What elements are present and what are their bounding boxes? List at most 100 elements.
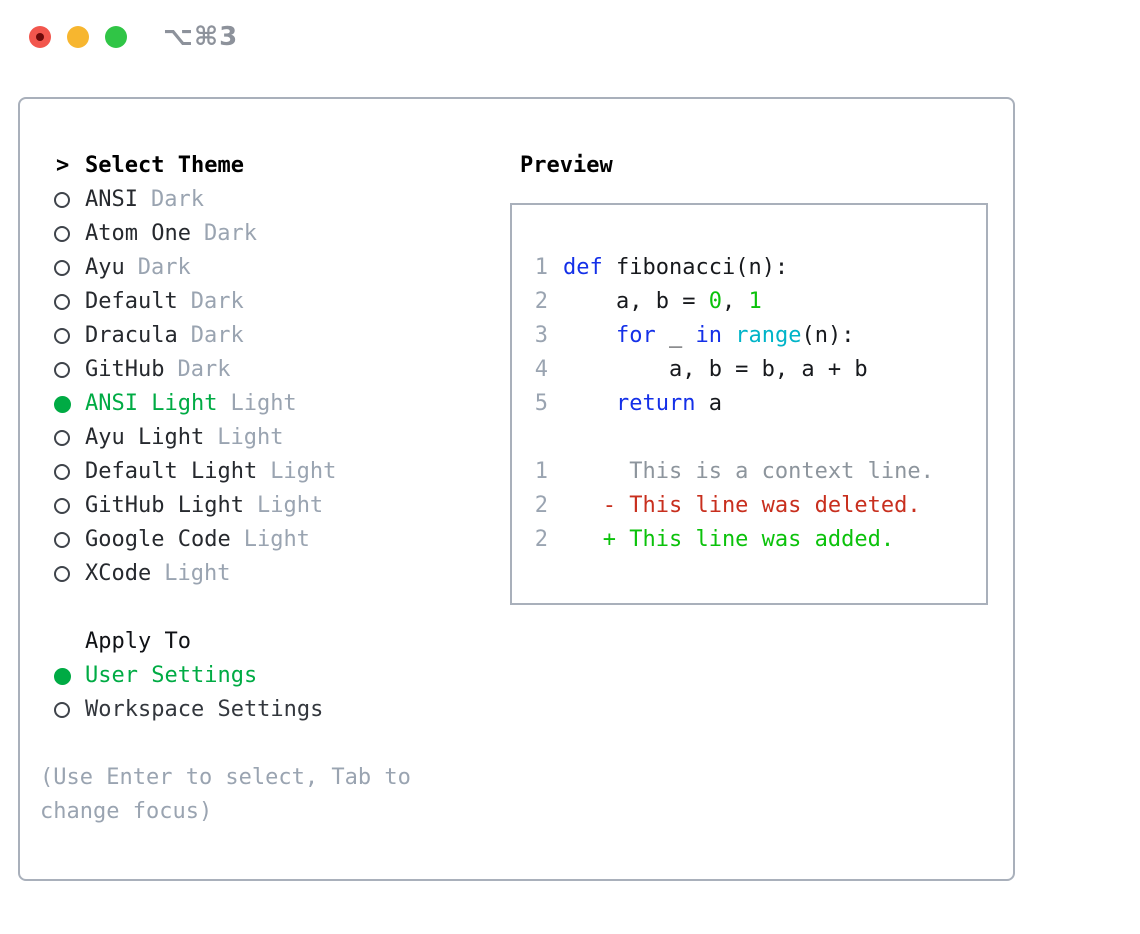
theme-name: ANSI	[85, 187, 138, 212]
token-keyword: def	[563, 255, 603, 280]
apply-to-option-label: Workspace Settings	[85, 697, 324, 722]
apply-to-option[interactable]: User Settings	[40, 659, 452, 693]
radio-unselected-icon	[54, 566, 70, 582]
theme-variant: Dark	[190, 289, 244, 314]
theme-name: XCode	[85, 561, 152, 586]
apply-to-option-label: User Settings	[85, 663, 258, 688]
theme-variant: Dark	[150, 187, 204, 212]
zoom-button[interactable]	[105, 26, 127, 48]
theme-option[interactable]: ANSI Dark	[40, 183, 452, 217]
radio-unselected-icon	[54, 464, 70, 480]
theme-option[interactable]: Ayu Dark	[40, 251, 452, 285]
radio-unselected-icon	[54, 260, 70, 276]
radio-unselected-icon	[54, 702, 70, 718]
code-line: 2 a, b = 0, 1	[512, 285, 986, 319]
theme-name: Atom One	[85, 221, 191, 246]
token-builtin: range	[735, 323, 802, 348]
token-plain: fibonacci(n):	[602, 255, 789, 280]
radio-unselected-icon	[54, 430, 70, 446]
radio-unselected-icon	[54, 226, 70, 242]
theme-option[interactable]: Default Light Light	[40, 455, 452, 489]
token-keyword: return	[615, 391, 696, 416]
line-number: 5	[534, 391, 548, 416]
radio-unselected-icon	[54, 532, 70, 548]
theme-option[interactable]: Atom One Dark	[40, 217, 452, 251]
token-deleted: - This line was deleted.	[563, 493, 921, 518]
line-number: 4	[534, 357, 548, 382]
radio-unselected-icon	[54, 294, 70, 310]
theme-option[interactable]: ANSI Light Light	[40, 387, 452, 421]
theme-list-title: Select Theme	[85, 153, 244, 178]
token-plain: a, b = b, a + b	[563, 357, 868, 382]
keyboard-hint: (Use Enter to select, Tab to change focu…	[40, 765, 411, 824]
cursor-arrow-icon: >	[56, 153, 70, 178]
theme-variant: Dark	[137, 255, 191, 280]
title-bar: ⌥⌘3	[0, 0, 1140, 74]
line-number: 2	[534, 493, 548, 518]
line-number: 2	[534, 527, 548, 552]
code-text: a, b = b, a + b	[563, 353, 868, 387]
theme-option[interactable]: Default Dark	[40, 285, 452, 319]
token-added: + This line was added.	[563, 527, 895, 552]
theme-option[interactable]: XCode Light	[40, 557, 452, 591]
theme-name: Dracula	[85, 323, 178, 348]
theme-variant: Light	[270, 459, 337, 484]
theme-name: Ayu Light	[85, 425, 205, 450]
token-number: 0	[708, 289, 722, 314]
radio-unselected-icon	[54, 192, 70, 208]
apply-to-header-row: Apply To	[40, 625, 452, 659]
token-plain: (n):	[801, 323, 855, 348]
code-line: 4 a, b = b, a + b	[512, 353, 986, 387]
theme-option[interactable]: GitHub Dark	[40, 353, 452, 387]
token-number: 1	[748, 289, 762, 314]
theme-name: GitHub	[85, 357, 165, 382]
theme-name: GitHub Light	[85, 493, 244, 518]
theme-option[interactable]: Ayu Light Light	[40, 421, 452, 455]
code-text: a, b = 0, 1	[563, 285, 762, 319]
code-line: 2 + This line was added.	[512, 523, 986, 557]
line-number: 1	[534, 459, 548, 484]
theme-variant: Dark	[177, 357, 231, 382]
apply-to-option[interactable]: Workspace Settings	[40, 693, 452, 727]
theme-variant: Light	[217, 425, 284, 450]
token-plain: a	[695, 391, 722, 416]
code-text: for _ in range(n):	[563, 319, 854, 353]
theme-variant: Light	[230, 391, 297, 416]
close-button[interactable]	[29, 26, 51, 48]
token-keyword: in	[695, 323, 722, 348]
code-line: 1 This is a context line.	[512, 455, 986, 489]
code-line: 5 return a	[512, 387, 986, 421]
code-line: 3 for _ in range(n):	[512, 319, 986, 353]
theme-variant: Dark	[203, 221, 257, 246]
theme-list-header: > Select Theme	[40, 149, 452, 183]
token-context: This is a context line.	[563, 459, 934, 484]
token-plain: a, b =	[563, 289, 709, 314]
code-line: 2 - This line was deleted.	[512, 489, 986, 523]
line-number: 2	[534, 289, 548, 314]
minimize-button[interactable]	[67, 26, 89, 48]
theme-variant: Light	[164, 561, 231, 586]
radio-unselected-icon	[54, 362, 70, 378]
code-text: + This line was added.	[563, 523, 894, 557]
theme-name: Default Light	[85, 459, 258, 484]
radio-selected-icon	[54, 667, 71, 685]
radio-unselected-icon	[54, 498, 70, 514]
theme-name: ANSI Light	[85, 391, 218, 416]
theme-name: Google Code	[85, 527, 231, 552]
line-number: 3	[534, 323, 548, 348]
token-plain	[563, 391, 616, 416]
theme-name: Ayu	[85, 255, 125, 280]
theme-name: Default	[85, 289, 178, 314]
